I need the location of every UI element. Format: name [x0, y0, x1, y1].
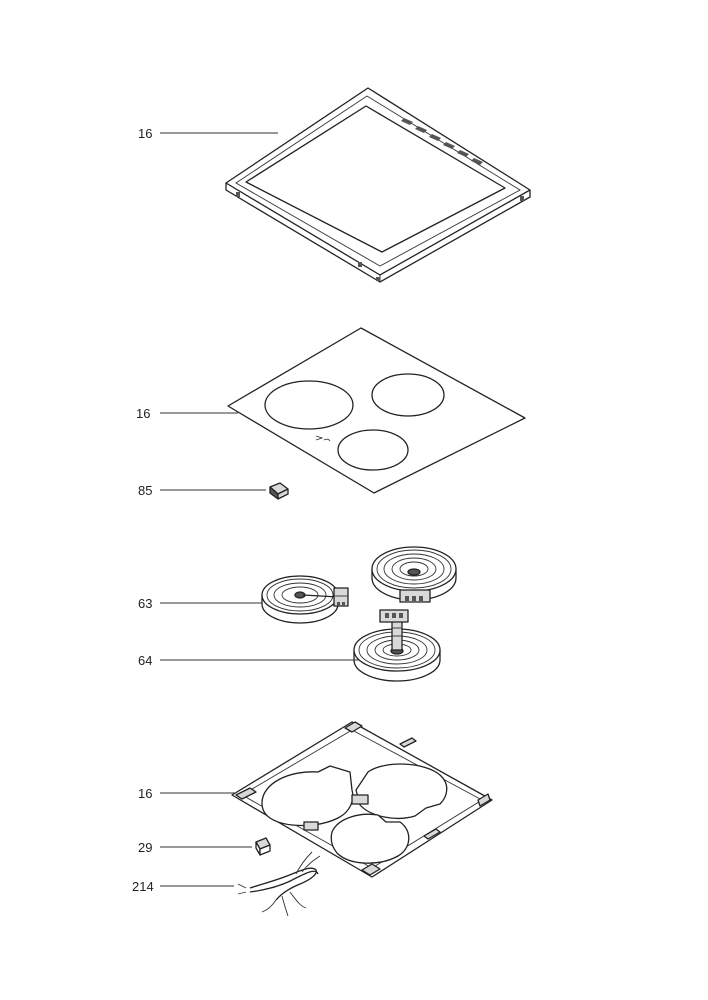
callout-clip: 85 — [138, 483, 152, 498]
callout-heater-small: 63 — [138, 596, 152, 611]
callout-glass: 16 — [136, 406, 150, 421]
heating-element-rear — [371, 546, 457, 603]
callout-heater-large: 64 — [138, 653, 152, 668]
callout-bracket: 29 — [138, 840, 152, 855]
hob-frame — [225, 87, 531, 283]
heating-element-small — [261, 575, 349, 624]
wiring-harness — [237, 851, 321, 917]
bottom-tray — [231, 721, 493, 878]
callout-cable: 214 — [132, 879, 154, 894]
clip — [269, 482, 289, 500]
bracket — [255, 837, 271, 856]
glass-ceramic-top — [227, 327, 526, 494]
heating-element-large — [353, 609, 441, 682]
callout-frame: 16 — [138, 126, 152, 141]
callout-tray: 16 — [138, 786, 152, 801]
